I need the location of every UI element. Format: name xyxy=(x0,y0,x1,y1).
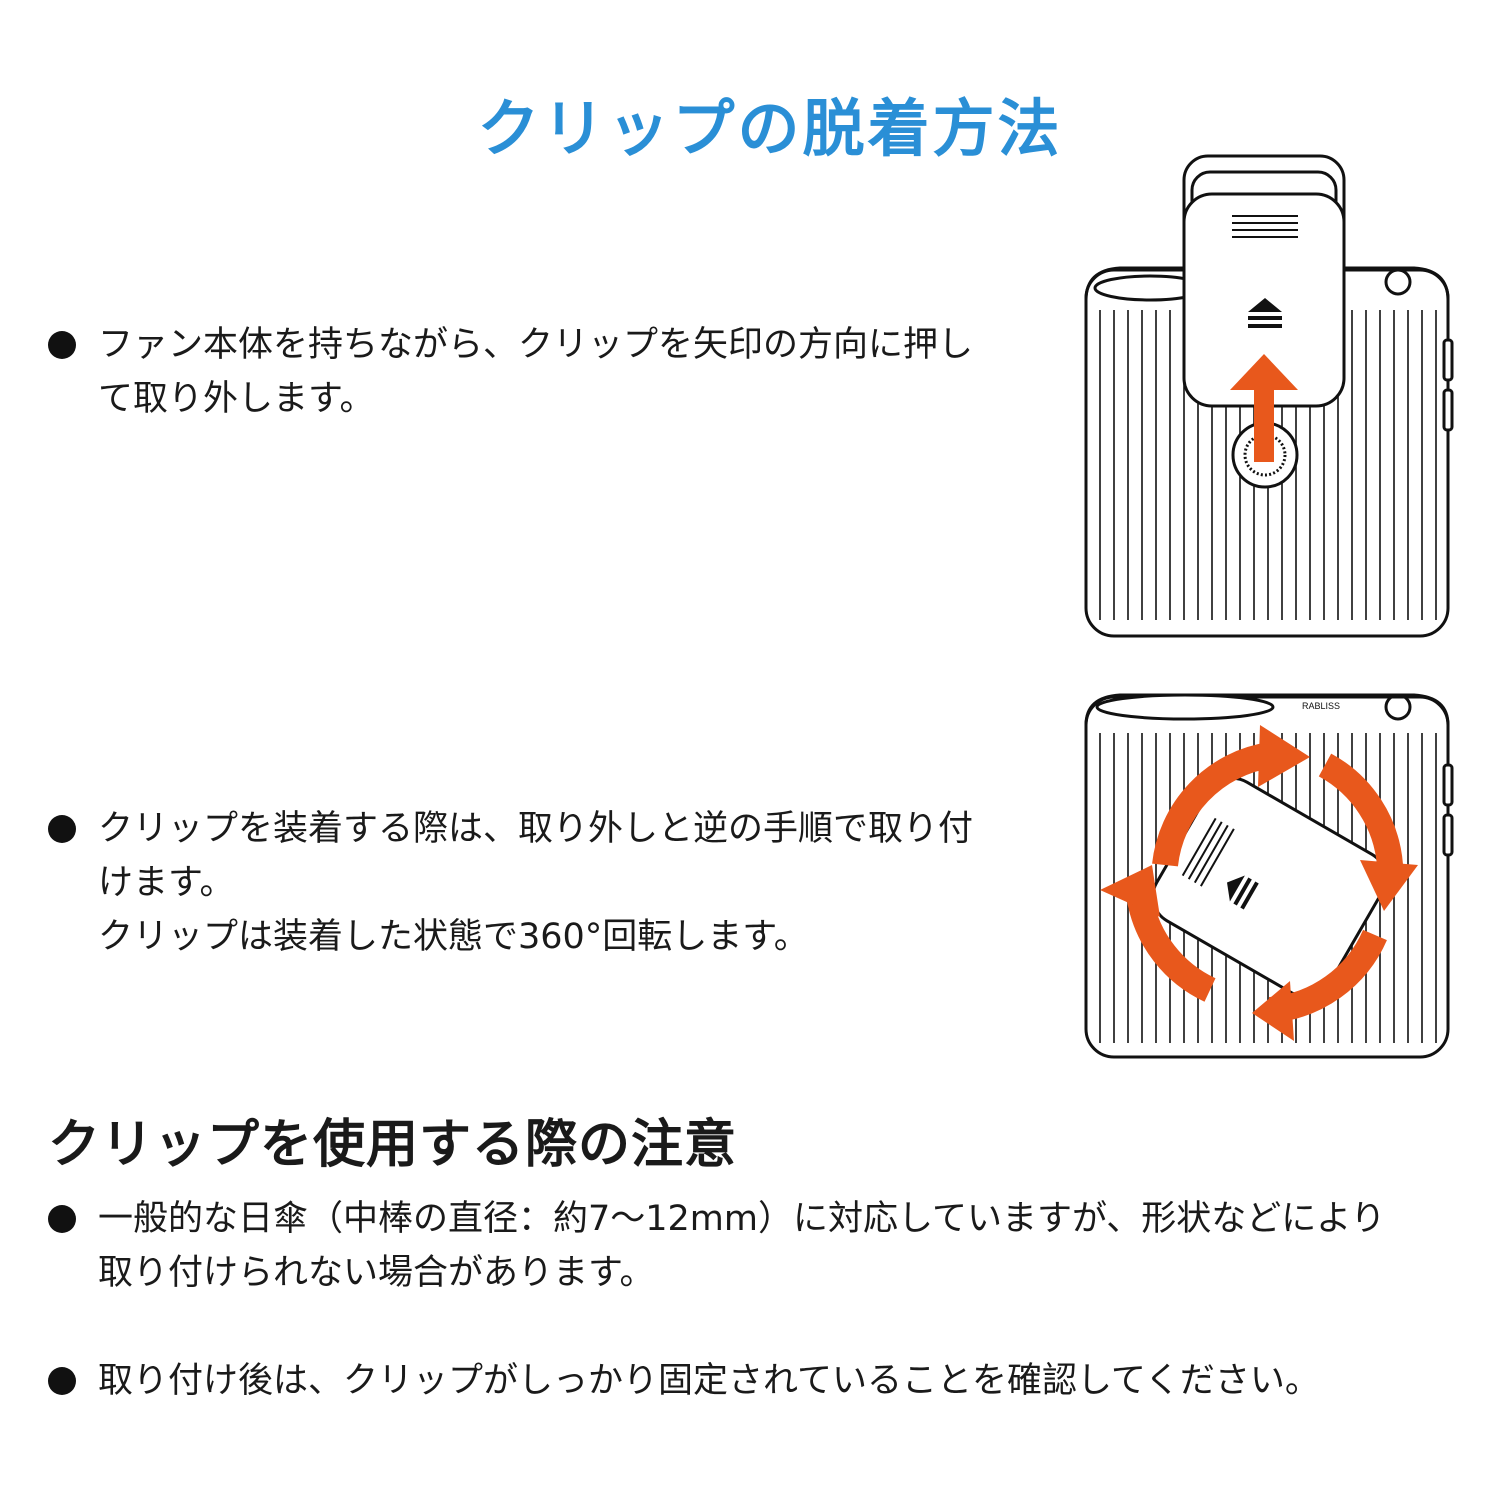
attach-line-2: けます。 xyxy=(98,863,235,903)
remove-instruction: ファン本体を持ちながら、クリップを矢印の方向に押し て取り外します。 xyxy=(48,318,973,426)
note-item: 取り付け後は、クリップがしっかり固定されていることを確認してください。 xyxy=(48,1354,1320,1408)
note-1-line-2: 取り付けられない場合があります。 xyxy=(98,1253,655,1293)
up-arrow-icon xyxy=(1230,354,1298,462)
note-1-line-1: 一般的な日傘（中棒の直径：約7〜12mm）に対応していますが、形状などにより xyxy=(98,1199,1386,1239)
remove-line-1: ファン本体を持ちながら、クリップを矢印の方向に押し xyxy=(98,325,974,365)
attach-instruction: クリップを装着する際は、取り外しと逆の手順で取り付 けます。 クリップは装着した… xyxy=(48,802,973,964)
eject-arrow-icon xyxy=(1227,875,1259,910)
bullet-icon xyxy=(48,331,76,359)
eject-arrow-icon xyxy=(1248,298,1282,328)
note-item: 一般的な日傘（中棒の直径：約7〜12mm）に対応していますが、形状などにより 取… xyxy=(48,1192,1386,1300)
bullet-icon xyxy=(48,1205,76,1233)
notes-heading: クリップを使用する際の注意 xyxy=(48,1115,738,1175)
page-title: クリップの脱着方法 xyxy=(477,92,1063,165)
remove-line-2: て取り外します。 xyxy=(98,379,375,419)
bullet-icon xyxy=(48,1367,76,1395)
bullet-icon xyxy=(48,815,76,843)
fan-clip-rotation-illustration: RABLISS xyxy=(1084,693,1454,1059)
note-2-line-1: 取り付け後は、クリップがしっかり固定されていることを確認してください。 xyxy=(98,1361,1320,1401)
attach-line-1: クリップを装着する際は、取り外しと逆の手順で取り付 xyxy=(98,809,974,849)
brand-mark: RABLISS xyxy=(1302,701,1340,711)
attach-line-3: クリップは装着した状態で360°回転します。 xyxy=(98,917,809,957)
fan-clip-removal-illustration xyxy=(1084,154,1454,638)
